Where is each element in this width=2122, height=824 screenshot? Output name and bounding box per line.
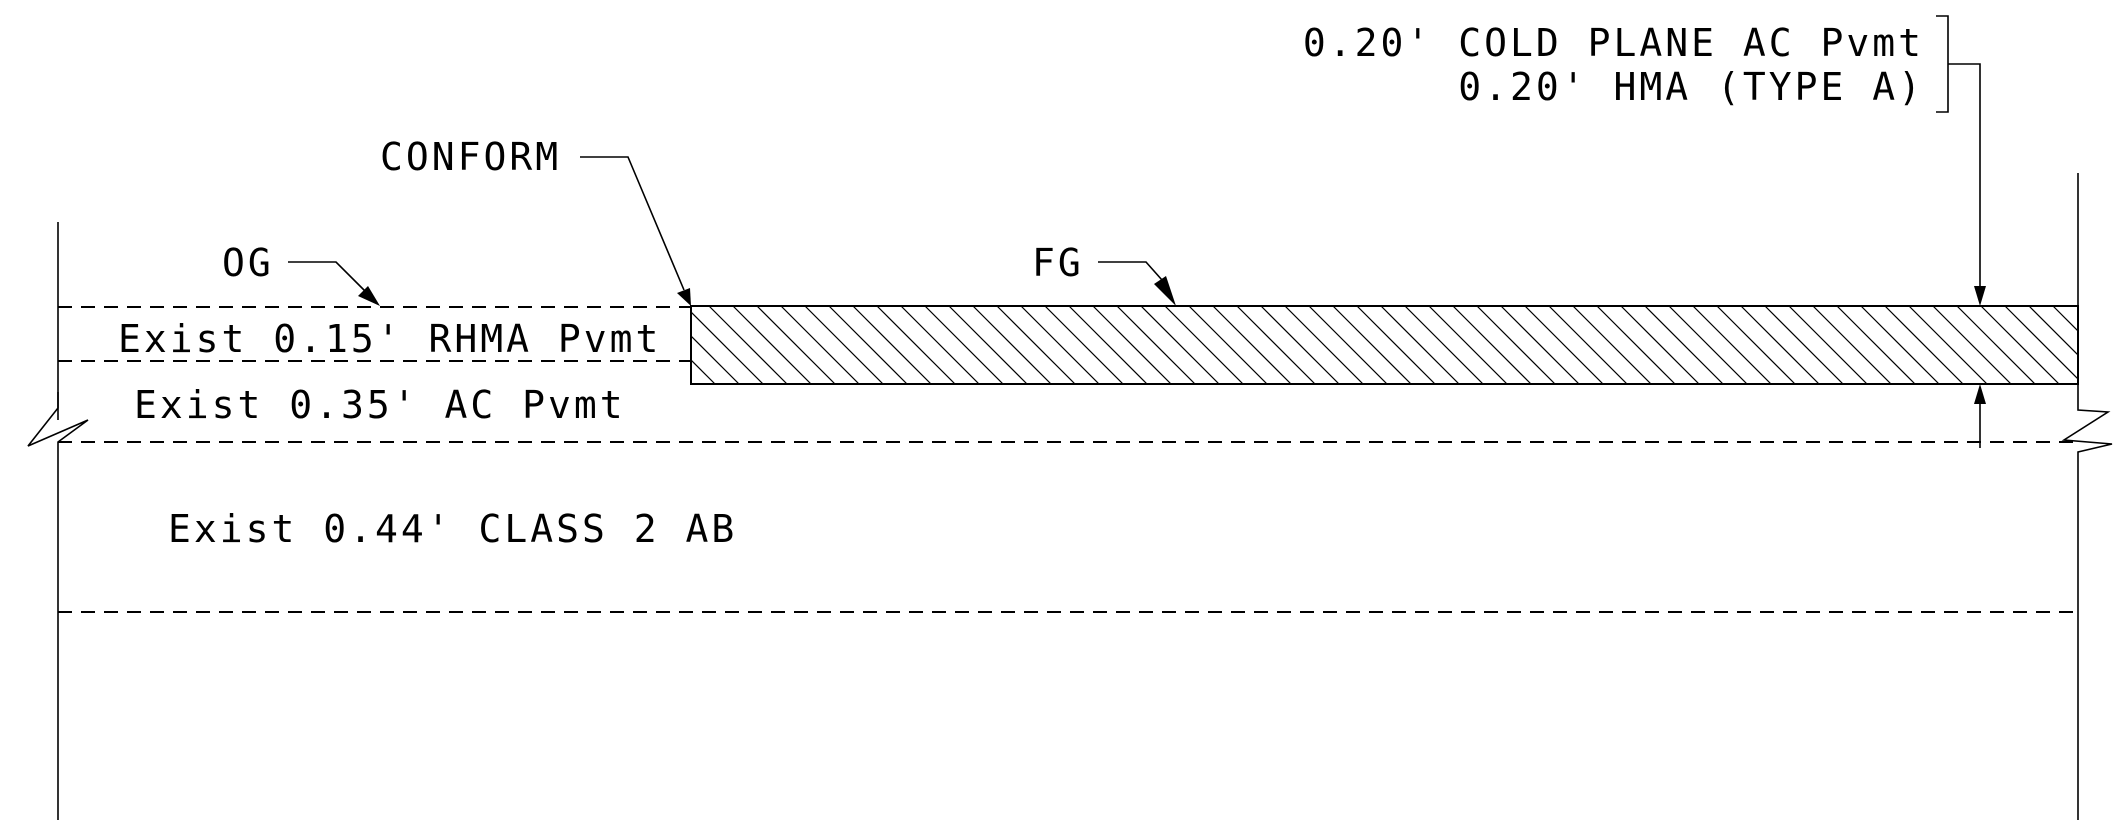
hatch-line — [2076, 306, 2078, 308]
callout-line1: 0.20' COLD PLANE AC Pvmt — [1303, 21, 1924, 65]
fg-leader — [1098, 261, 1163, 281]
hatch-line — [732, 306, 812, 384]
hatch-line — [1308, 306, 1388, 384]
hatch-line — [852, 306, 932, 384]
hatch-line — [1404, 306, 1484, 384]
conform-arrow — [677, 288, 691, 306]
hatch-line — [1236, 306, 1316, 384]
hatch-line — [780, 306, 860, 384]
hatch-line — [996, 306, 1076, 384]
hatch-line — [948, 306, 1028, 384]
hatch-line — [1356, 306, 1436, 384]
hatch-line — [900, 306, 980, 384]
hatch-line — [1596, 306, 1676, 384]
hatch-line — [1044, 306, 1124, 384]
hma-hatch-pattern — [691, 306, 2122, 384]
hatch-line — [1788, 306, 1868, 384]
hatch-line — [756, 306, 836, 384]
rhma-label: Exist 0.15' RHMA Pvmt — [118, 317, 661, 361]
left-break-line — [27, 392, 89, 452]
hatch-line — [1020, 306, 1100, 384]
hatch-line — [1140, 306, 1220, 384]
hatch-line — [2028, 306, 2078, 356]
hatch-line — [1188, 306, 1268, 384]
hatch-line — [1380, 306, 1460, 384]
hatch-line — [1908, 306, 1988, 384]
hatch-line — [924, 306, 1004, 384]
conform-label: CONFORM — [380, 135, 561, 179]
og-arrow — [358, 286, 380, 306]
ab-label: Exist 0.44' CLASS 2 AB — [168, 507, 737, 551]
hatch-line — [1620, 306, 1700, 384]
hatch-line — [1452, 306, 1532, 384]
hatch-line — [1092, 306, 1172, 384]
fg-label: FG — [1032, 241, 1084, 285]
callout-line2: 0.20' HMA (TYPE A) — [1458, 65, 1924, 109]
hatch-line — [1212, 306, 1292, 384]
hatch-line — [1692, 306, 1772, 384]
hatch-line — [1740, 306, 1820, 384]
hatch-line — [1164, 306, 1244, 384]
right-break-line — [2061, 392, 2113, 462]
hatch-line — [1476, 306, 1556, 384]
hatch-line — [1284, 306, 1364, 384]
hatch-line — [1716, 306, 1796, 384]
conform-leader — [580, 156, 685, 291]
hatch-line — [1956, 306, 2036, 384]
hatch-line — [1572, 306, 1652, 384]
hatch-line — [1116, 306, 1196, 384]
new-hma-layer — [690, 305, 2079, 385]
hatch-line — [1980, 306, 2060, 384]
hatch-line — [1500, 306, 1580, 384]
callout-bracket — [1936, 15, 1949, 113]
hatch-line — [2101, 306, 2122, 384]
hatch-line — [876, 306, 956, 384]
hatch-line — [1428, 306, 1508, 384]
hatch-line — [1332, 306, 1412, 384]
hatch-line — [691, 311, 764, 384]
hatch-line — [1764, 306, 1844, 384]
hatch-line — [1668, 306, 1748, 384]
fg-arrow — [1154, 276, 1176, 306]
callout-up-arrow — [1974, 384, 1986, 404]
hatch-line — [1548, 306, 1628, 384]
hatch-line — [708, 306, 788, 384]
hatch-line — [1260, 306, 1340, 384]
hatch-line — [691, 335, 740, 384]
hatch-line — [1836, 306, 1916, 384]
hatch-line — [1644, 306, 1724, 384]
hatch-line — [828, 306, 908, 384]
hatch-line — [691, 359, 716, 384]
hatch-line — [1068, 306, 1148, 384]
hatch-line — [1860, 306, 1940, 384]
callout-down-arrow — [1974, 286, 1986, 306]
hatch-line — [804, 306, 884, 384]
callout-leader — [1948, 63, 1981, 292]
hatch-line — [1524, 306, 1604, 384]
hatch-line — [1884, 306, 1964, 384]
og-label: OG — [222, 241, 274, 285]
hatch-line — [2004, 306, 2078, 380]
og-leader — [288, 261, 367, 293]
hatch-line — [1932, 306, 2012, 384]
hatch-line — [1812, 306, 1892, 384]
hatch-line — [972, 306, 1052, 384]
hatch-line — [2052, 306, 2078, 332]
ac-label: Exist 0.35' AC Pvmt — [134, 383, 626, 427]
